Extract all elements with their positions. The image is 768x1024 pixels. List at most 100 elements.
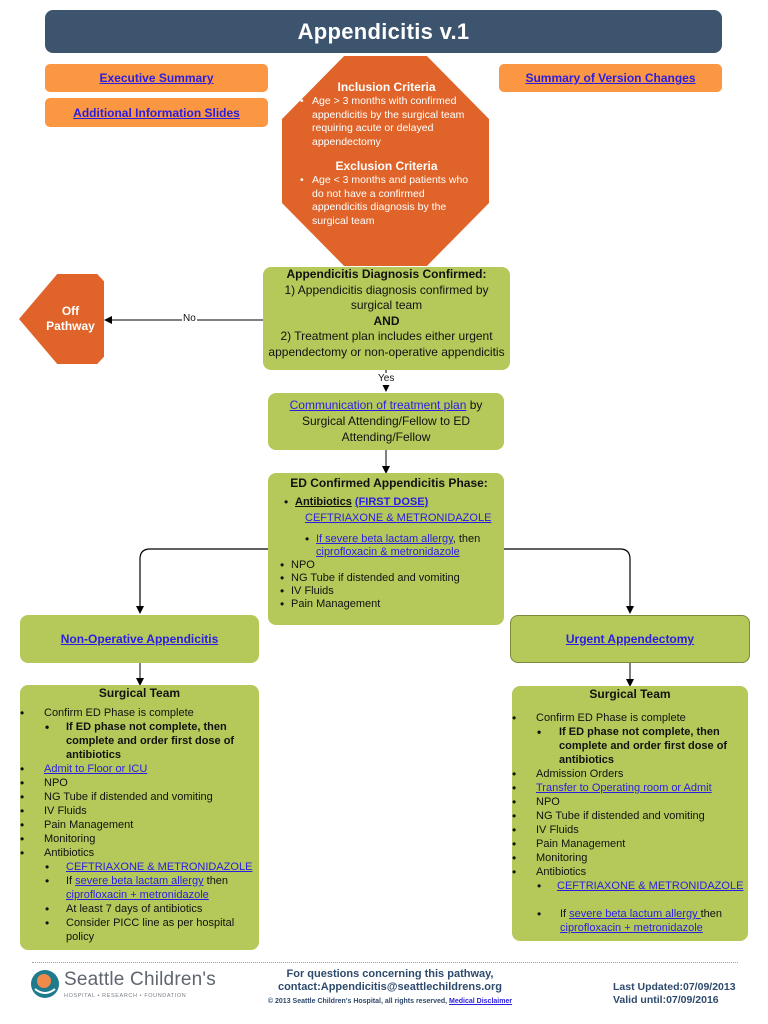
inclusion-list: Age > 3 months with confirmed appendicit… — [300, 95, 473, 149]
left-item: •NG Tube if distended and vomiting — [20, 790, 213, 804]
left-if-not-complete-text: If ED phase not complete, then complete … — [66, 721, 235, 761]
left-item: •IV Fluids — [20, 804, 87, 818]
diagnosis-confirmed-box: Appendicitis Diagnosis Confirmed: 1) App… — [263, 267, 510, 370]
medical-disclaimer-link[interactable]: Medical Disclaimer — [449, 998, 513, 1005]
right-ceftriaxone-item: •CEFTRIAXONE & METRONIDAZOLE — [537, 879, 744, 893]
right-if-not-complete-item: •If ED phase not complete, then complete… — [537, 725, 728, 766]
footer-copyright: © 2013 Seattle Children's Hospital, all … — [267, 998, 450, 1005]
left-picc-item: •Consider PICC line as per hospital poli… — [45, 916, 235, 943]
left-item: •Monitoring — [20, 832, 96, 846]
right-item-text: NG Tube if distended and vomiting — [536, 810, 705, 822]
logo-name: Seattle Children's — [64, 969, 216, 990]
left-ceftriaxone-item: •CEFTRIAXONE & METRONIDAZOLE — [45, 860, 253, 874]
additional-info-link[interactable]: Additional Information Slides — [73, 105, 240, 120]
criteria-octagon: Inclusion Criteria Age > 3 months with c… — [282, 56, 489, 266]
right-confirm-text: Confirm ED Phase is complete — [536, 712, 686, 724]
last-updated: Last Updated:07/09/2013 — [613, 981, 736, 993]
additional-info-button[interactable]: Additional Information Slides — [45, 98, 268, 127]
right-item: •IV Fluids — [512, 823, 579, 837]
ed-to-urgent-edge — [504, 548, 634, 614]
ed-cipro-link[interactable]: ciprofloxacin & metronidazole — [316, 546, 460, 558]
left-item-text: IV Fluids — [44, 805, 87, 817]
right-item-text: Antibiotics — [536, 866, 587, 878]
footer-contact-email: contact:Appendicitis@seattlechildrens.or… — [277, 981, 503, 993]
footer-contact: For questions concerning this pathway, c… — [240, 968, 540, 1008]
exclusion-list: Age < 3 months and patients who do not h… — [300, 174, 473, 228]
executive-summary-link[interactable]: Executive Summary — [99, 71, 214, 85]
seattle-childrens-logo-icon — [30, 969, 60, 999]
left-ceftriaxone-link[interactable]: CEFTRIAXONE & METRONIDAZOLE — [66, 861, 253, 873]
left-if-word: If — [66, 875, 76, 887]
urgent-appendectomy-link[interactable]: Urgent Appendectomy — [565, 632, 695, 646]
right-item: •Antibiotics — [512, 865, 587, 879]
first-dose-link[interactable]: (FIRST DOSE) — [354, 496, 429, 508]
left-seven-days-item: •At least 7 days of antibiotics — [45, 902, 203, 916]
left-item-text: Pain Management — [44, 819, 134, 831]
surgical-team-left-box: Surgical Team •Confirm ED Phase is compl… — [20, 685, 259, 950]
version-changes-link[interactable]: Summary of Version Changes — [525, 71, 696, 85]
yes-edge-label: Yes — [378, 373, 395, 385]
left-item: •Pain Management — [20, 818, 134, 832]
left-cipro-link[interactable]: ciprofloxacin + metronidazole — [66, 889, 209, 901]
ed-ceftriaxone-link[interactable]: CEFTRIAXONE & METRONIDAZOLE — [305, 512, 492, 524]
right-allergy-link[interactable]: severe beta lactum allergy — [569, 908, 701, 920]
left-if-not-complete-item: •If ED phase not complete, then complete… — [45, 720, 235, 761]
left-item-text: Monitoring — [44, 833, 96, 845]
left-item: •Antibiotics — [20, 846, 95, 860]
left-confirm-text: Confirm ED Phase is complete — [44, 707, 194, 719]
ed-phase-title: ED Confirmed Appendicitis Phase: — [290, 476, 488, 490]
right-ceftriaxone-link[interactable]: CEFTRIAXONE & METRONIDAZOLE — [557, 880, 744, 892]
footer-dates: Last Updated:07/09/2013 Valid until:07/0… — [613, 981, 736, 1007]
communication-link[interactable]: Communication of treatment plan — [289, 398, 467, 412]
left-item-text: Antibiotics — [44, 847, 95, 859]
right-if-not-complete-text: If ED phase not complete, then complete … — [559, 726, 728, 766]
left-then-word: then — [203, 875, 229, 887]
right-if-word: If — [560, 908, 570, 920]
ed-to-nonop-edge — [136, 548, 268, 614]
right-cipro-link[interactable]: ciprofloxacin + metronidazole — [560, 922, 703, 934]
page-title: Appendicitis v.1 — [45, 10, 722, 53]
left-item-text: NG Tube if distended and vomiting — [44, 791, 213, 803]
logo-text: Seattle Children's HOSPITAL • RESEARCH •… — [64, 969, 216, 1000]
non-operative-link[interactable]: Non-Operative Appendicitis — [60, 632, 219, 646]
non-operative-box: Non-Operative Appendicitis — [20, 615, 259, 663]
diagnosis-line-2: 2) Treatment plan includes either urgent… — [268, 329, 505, 359]
logo-tagline: HOSPITAL • RESEARCH • FOUNDATION — [64, 993, 187, 999]
right-confirm-item: •Confirm ED Phase is complete — [512, 711, 686, 725]
executive-summary-button[interactable]: Executive Summary — [45, 64, 268, 92]
ed-phase-box: ED Confirmed Appendicitis Phase: Antibio… — [268, 473, 504, 625]
right-item-text: NPO — [536, 796, 560, 808]
no-edge-label: No — [182, 313, 197, 325]
communication-box: Communication of treatment plan by Surgi… — [268, 393, 504, 450]
left-confirm-item: •Confirm ED Phase is complete — [20, 706, 194, 720]
right-admission-orders-item: •Admission Orders — [512, 767, 624, 781]
ed-antibiotics-label: Antibiotics — [295, 496, 352, 508]
inclusion-title: Inclusion Criteria — [337, 80, 436, 94]
exclusion-item: Age < 3 months and patients who do not h… — [300, 174, 473, 228]
ed-item: Pain Management — [280, 598, 498, 611]
right-item-text: IV Fluids — [536, 824, 579, 836]
communication-text: by Surgical Attending/Fellow to ED Atten… — [301, 398, 483, 444]
ed-allergy-link[interactable]: If severe beta lactam allergy — [316, 533, 453, 545]
urgent-appendectomy-box: Urgent Appendectomy — [510, 615, 750, 663]
footer-questions: For questions concerning this pathway, — [286, 968, 494, 980]
left-seven-days-text: At least 7 days of antibiotics — [66, 903, 203, 915]
footer-divider — [32, 962, 738, 963]
ed-item: NG Tube if distended and vomiting — [280, 572, 498, 585]
surgical-right-title: Surgical Team — [589, 687, 671, 701]
ed-allergy-then: , then — [452, 533, 481, 545]
admit-floor-icu-link[interactable]: Admit to Floor or ICU — [44, 763, 148, 775]
off-pathway-line-2: Pathway — [46, 319, 95, 333]
footer-copyright-line: © 2013 Seattle Children's Hospital, all … — [240, 995, 540, 1008]
right-item-text: Pain Management — [536, 838, 626, 850]
version-changes-button[interactable]: Summary of Version Changes — [499, 64, 722, 92]
diagnosis-title: Appendicitis Diagnosis Confirmed: — [286, 267, 487, 281]
right-item: •NG Tube if distended and vomiting — [512, 809, 705, 823]
transfer-operating-room-link[interactable]: Transfer to Operating room or Admit — [536, 782, 712, 794]
left-item-text: NPO — [44, 777, 68, 789]
off-pathway-line-1: Off — [61, 304, 80, 318]
surgical-team-right-box: Surgical Team •Confirm ED Phase is compl… — [512, 686, 748, 941]
exclusion-title: Exclusion Criteria — [335, 159, 438, 173]
left-allergy-link[interactable]: severe beta lactam allergy — [75, 875, 204, 887]
